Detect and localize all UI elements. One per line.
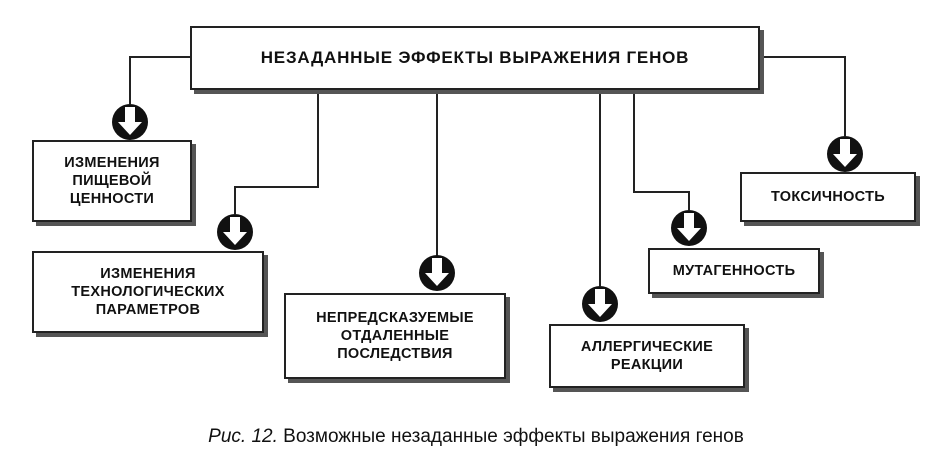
- effect-box-nutrition: ИЗМЕНЕНИЯ ПИЩЕВОЙ ЦЕННОСТИ: [32, 140, 192, 222]
- title-text: НЕЗАДАННЫЕ ЭФФЕКТЫ ВЫРАЖЕНИЯ ГЕНОВ: [260, 48, 690, 67]
- effect-label: АЛЛЕРГИЧЕСКИЕ РЕАКЦИИ: [580, 339, 714, 373]
- effect-box-unpredictable: НЕПРЕДСКАЗУЕМЫЕ ОТДАЛЕННЫЕ ПОСЛЕДСТВИЯ: [284, 293, 506, 379]
- effect-label: МУТАГЕННОСТЬ: [672, 263, 796, 279]
- connector-technology: [234, 88, 319, 214]
- arrow-down-icon: [827, 136, 863, 172]
- connector-toxicity: [758, 56, 846, 136]
- figure-caption: Рис. 12. Возможные незаданные эффекты вы…: [0, 426, 952, 448]
- arrow-down-icon: [671, 210, 707, 246]
- effect-label: ИЗМЕНЕНИЯ ПИЩЕВОЙ ЦЕННОСТИ: [64, 155, 160, 207]
- connector-mutagenicity: [633, 88, 690, 210]
- caption-text: Возможные незаданные эффекты выражения г…: [277, 426, 744, 447]
- title-box: НЕЗАДАННЫЕ ЭФФЕКТЫ ВЫРАЖЕНИЯ ГЕНОВ: [190, 26, 760, 90]
- arrow-down-icon: [582, 286, 618, 322]
- effect-box-toxicity: ТОКСИЧНОСТЬ: [740, 172, 916, 222]
- effect-label: ТОКСИЧНОСТЬ: [771, 189, 885, 205]
- connector-nutrition: [129, 56, 190, 104]
- effect-box-mutagenicity: МУТАГЕННОСТЬ: [648, 248, 820, 294]
- effect-label: ИЗМЕНЕНИЯ ТЕХНОЛОГИЧЕСКИХ ПАРАМЕТРОВ: [71, 266, 225, 318]
- arrow-down-icon: [112, 104, 148, 140]
- effect-box-allergy: АЛЛЕРГИЧЕСКИЕ РЕАКЦИИ: [549, 324, 745, 388]
- arrow-down-icon: [419, 255, 455, 291]
- arrow-down-icon: [217, 214, 253, 250]
- effect-box-technology: ИЗМЕНЕНИЯ ТЕХНОЛОГИЧЕСКИХ ПАРАМЕТРОВ: [32, 251, 264, 333]
- effect-label: НЕПРЕДСКАЗУЕМЫЕ ОТДАЛЕННЫЕ ПОСЛЕДСТВИЯ: [316, 310, 474, 362]
- caption-prefix: Рис. 12.: [208, 426, 278, 447]
